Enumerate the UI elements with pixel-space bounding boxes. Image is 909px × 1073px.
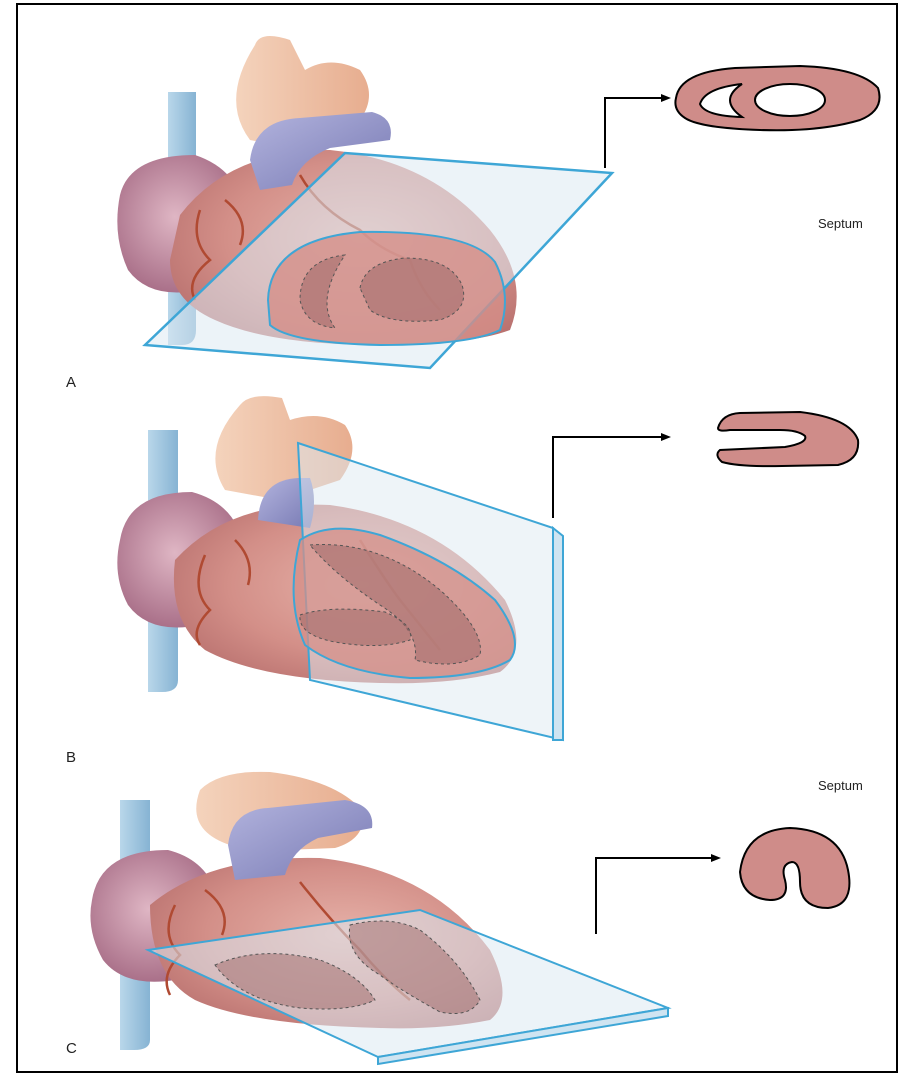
panel-c-illustration bbox=[90, 772, 849, 1064]
panel-label-b: B bbox=[66, 749, 76, 766]
lv-lumen-short-axis bbox=[755, 84, 825, 116]
arrowhead-c bbox=[711, 854, 721, 862]
cross-section-horizontal-long-axis bbox=[740, 828, 849, 908]
cross-section-vertical-long-axis bbox=[717, 412, 858, 466]
panel-label-c: C bbox=[66, 1040, 77, 1057]
callout-arrow-c bbox=[596, 858, 715, 934]
imaging-plane-b-edge bbox=[553, 528, 563, 740]
panel-a-illustration bbox=[117, 36, 879, 368]
callout-arrow-b bbox=[553, 437, 665, 518]
arrowhead-a bbox=[661, 94, 671, 102]
septum-label-c: Septum bbox=[818, 778, 863, 793]
callout-arrow-a bbox=[605, 98, 665, 168]
arrowhead-b bbox=[661, 433, 671, 441]
septum-label-a: Septum bbox=[818, 216, 863, 231]
panel-b-illustration bbox=[117, 396, 858, 740]
panel-label-a: A bbox=[66, 374, 76, 391]
